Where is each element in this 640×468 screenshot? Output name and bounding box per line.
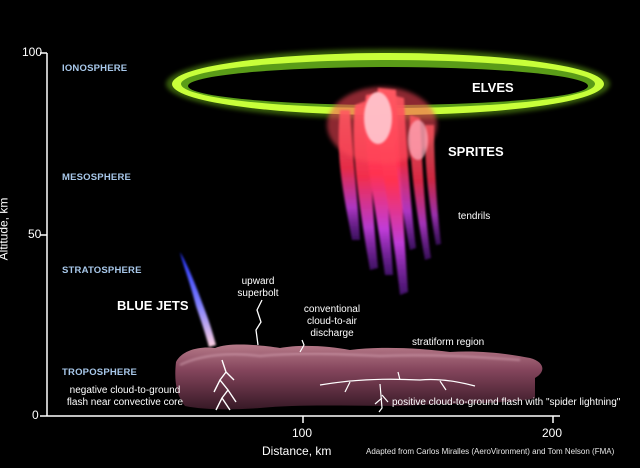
negative-flash-bolt: [213, 359, 237, 411]
x-tick-label-100: 100: [292, 426, 313, 440]
label-stratiform-region: stratiform region: [412, 337, 485, 348]
layer-troposphere: TROPOSPHERE: [62, 367, 138, 378]
label-upward-superbolt: upward superbolt: [237, 276, 279, 299]
label-conventional-discharge: conventional cloud-to-air discharge: [303, 304, 361, 339]
label-negative-flash: negative cloud-to-ground flash near conv…: [66, 385, 184, 408]
spider-lightning: [319, 371, 476, 413]
y-tick-label-0: 0: [32, 408, 39, 422]
sprites: [327, 87, 441, 295]
label-tendrils: tendrils: [458, 211, 491, 222]
label-positive-flash: positive cloud-to-ground flash with "spi…: [392, 397, 621, 408]
blue-jet: [180, 252, 216, 347]
x-tick-label-200: 200: [542, 426, 563, 440]
y-tick-label-100: 100: [22, 45, 43, 59]
label-sprites: SPRITES: [448, 144, 504, 159]
layer-mesosphere: MESOSPHERE: [62, 172, 132, 183]
layer-stratosphere: STRATOSPHERE: [62, 265, 142, 276]
source-credit: Adapted from Carlos Miralles (AeroVironm…: [366, 447, 615, 456]
label-blue-jets: BLUE JETS: [117, 298, 189, 313]
elves-ring: [166, 49, 610, 119]
thundercloud: [175, 344, 543, 410]
upward-superbolt-bolt: [255, 299, 263, 346]
x-axis-label: Distance, km: [262, 444, 332, 458]
y-tick-label-50: 50: [28, 227, 42, 241]
y-axis-label: Altitude, km: [0, 197, 11, 261]
label-elves: ELVES: [472, 80, 514, 95]
cloud-to-air-bolt: [299, 339, 305, 353]
layer-ionosphere: IONOSPHERE: [62, 63, 128, 74]
